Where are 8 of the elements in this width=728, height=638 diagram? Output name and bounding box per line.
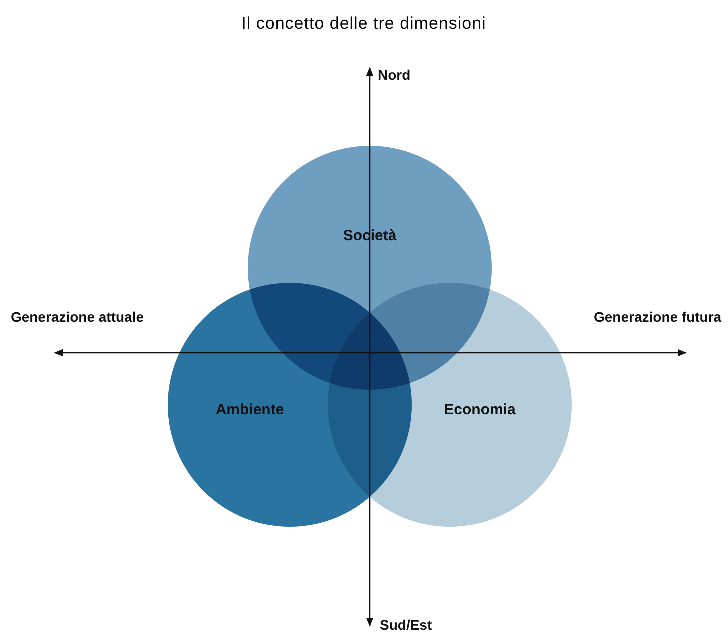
circle-label: Economia xyxy=(444,402,516,418)
diagram-title: Il concetto delle tre dimensioni xyxy=(240,14,488,34)
axis-label: Generazione futura xyxy=(594,310,723,325)
axis-label: Generazione attuale xyxy=(10,310,144,325)
axis-label: Nord xyxy=(378,68,412,83)
axis-label: Sud/Est xyxy=(380,618,434,633)
venn-circle xyxy=(328,283,572,527)
circle-label: Ambiente xyxy=(216,402,284,418)
